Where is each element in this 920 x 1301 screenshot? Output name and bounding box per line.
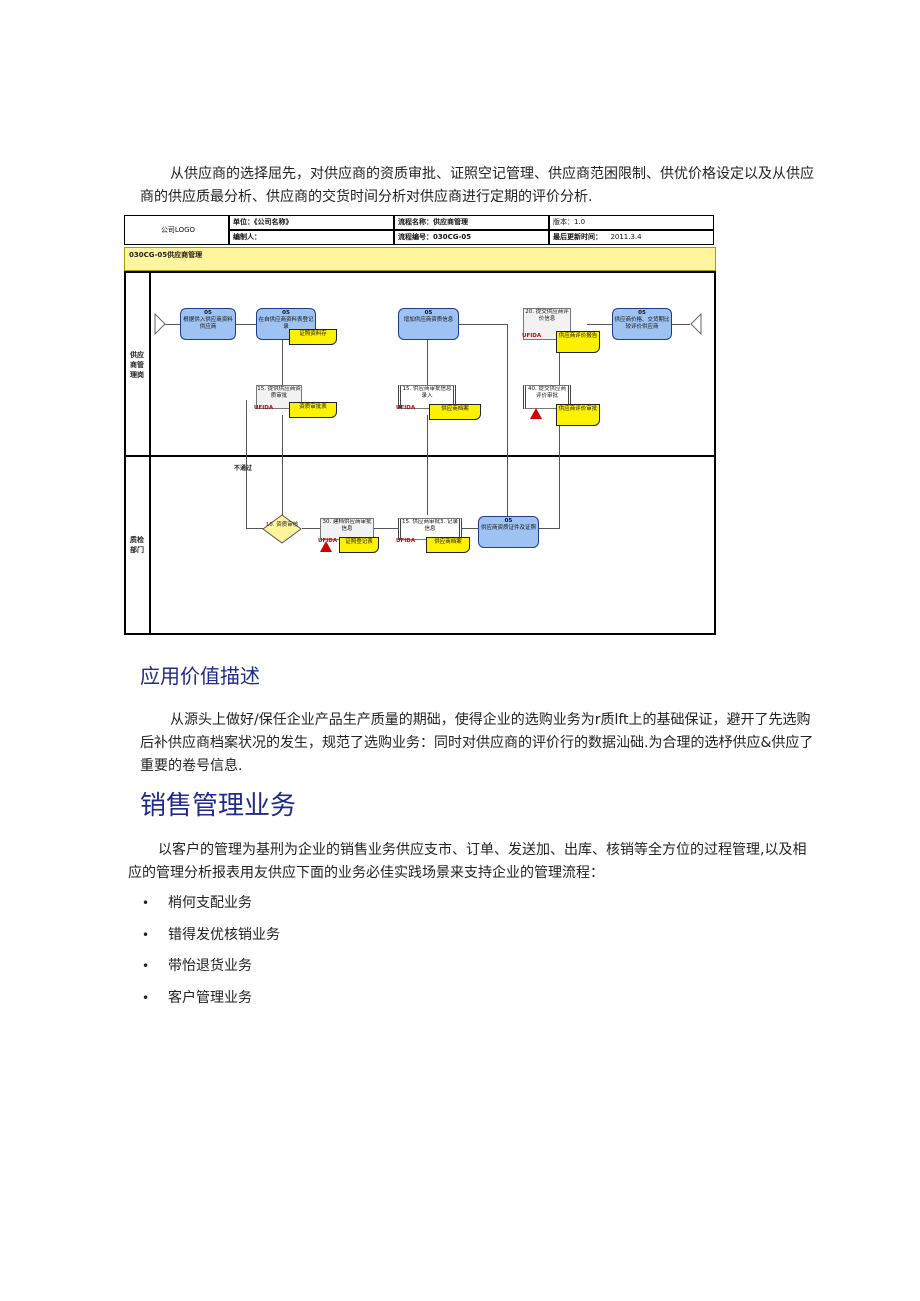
connector-line bbox=[282, 339, 283, 389]
note-box: 证照资料存 bbox=[289, 329, 337, 345]
list-item-label: 梢何支配业务 bbox=[168, 895, 252, 911]
ufida-mark: UFIDA bbox=[254, 405, 274, 411]
connector-line bbox=[559, 339, 560, 385]
end-triangle-icon bbox=[690, 313, 702, 335]
updated-value: 2011.3.4 bbox=[610, 233, 642, 241]
bullet-icon: • bbox=[142, 959, 150, 973]
decision-label: 10. 资质审核 bbox=[265, 522, 299, 528]
lane-label-column bbox=[149, 271, 151, 635]
lane-separator bbox=[124, 455, 716, 457]
diagram-header-table: 公司LOGO 单位：《公司名称》 流程名称：供应商管理 版本：1.0 编制人： … bbox=[124, 215, 716, 245]
warning-triangle-icon bbox=[320, 541, 332, 552]
connector-line bbox=[246, 400, 247, 528]
section-heading-value: 应用价值描述 bbox=[140, 664, 260, 688]
lane-label-quality-dept: 质检部门 bbox=[130, 536, 144, 554]
bullet-icon: • bbox=[142, 927, 150, 942]
section-heading-sales: 销售管理业务 bbox=[140, 791, 297, 821]
ufida-mark: UFIDA bbox=[396, 538, 416, 544]
company-logo-text: 公司LOGO bbox=[160, 226, 196, 234]
diamond-shape bbox=[262, 514, 302, 544]
connector-line bbox=[282, 415, 283, 515]
connector-line bbox=[459, 324, 507, 325]
section-sales-paragraph: 以客户的管理为基刑为企业的销售业务供应支市、订单、发送加、出库、核销等全方位的过… bbox=[128, 842, 807, 881]
bullet-icon: • bbox=[142, 990, 150, 1005]
warning-triangle-icon bbox=[530, 408, 542, 419]
connector-line bbox=[559, 395, 560, 529]
process-flow-diagram: 公司LOGO 单位：《公司名称》 流程名称：供应商管理 版本：1.0 编制人： … bbox=[124, 215, 716, 635]
diagram-title-band: 030CG-05供应商管理 bbox=[124, 247, 716, 271]
connector-line bbox=[672, 324, 690, 325]
logo-cell: 公司LOGO bbox=[124, 215, 229, 245]
connector-line bbox=[302, 528, 320, 529]
connector-line bbox=[427, 339, 428, 386]
note-box: 供应商档案 bbox=[426, 537, 470, 553]
note-box: 供应商评价审批 bbox=[556, 404, 600, 426]
process-code-cell: 流程编号：030CG-05 bbox=[394, 230, 549, 245]
section-value-paragraph: 从源头上做好/保任企业产品生产质量的期础，使得企业的选购业务为r质lft上的基础… bbox=[140, 712, 814, 774]
connector-line bbox=[507, 324, 508, 516]
connector-line bbox=[462, 528, 478, 529]
note-box: 资质审批表 bbox=[289, 402, 337, 418]
list-item-label: 错得发优核销业务 bbox=[168, 926, 280, 943]
reject-label: 不通过 bbox=[234, 465, 253, 472]
list-item-label: 带怡退货业务 bbox=[168, 958, 252, 974]
updated-cell: 最后更新时间： 2011.3.4 bbox=[549, 230, 714, 245]
note-box: 证照登记表 bbox=[339, 537, 379, 553]
ufida-mark: UFIDA bbox=[396, 405, 416, 411]
decision-diamond: 10. 资质审核 bbox=[262, 514, 302, 544]
note-box: 供应商评价报告 bbox=[556, 331, 600, 353]
connector-line bbox=[587, 324, 612, 325]
version-cell: 版本：1.0 bbox=[549, 215, 714, 230]
connector-line bbox=[246, 528, 264, 529]
connector-line bbox=[236, 324, 256, 325]
connector-line bbox=[539, 528, 559, 529]
ufida-mark: UFIDA bbox=[522, 333, 542, 339]
intro-paragraph: 从供应商的选择屈先，对供应商的资质审批、证照空记管理、供应商范困限制、供优价格设… bbox=[140, 166, 814, 205]
connector-line bbox=[374, 528, 398, 529]
author-cell: 编制人： bbox=[229, 230, 394, 245]
connector-line bbox=[427, 415, 428, 515]
start-triangle-icon bbox=[154, 313, 166, 335]
list-item-label: 客户管理业务 bbox=[168, 989, 252, 1006]
updated-label: 最后更新时间： bbox=[553, 233, 602, 241]
lane-label-supplier-manager: 供应商管理岗 bbox=[130, 351, 144, 379]
connector-line bbox=[162, 324, 180, 325]
process-name-cell: 流程名称：供应商管理 bbox=[394, 215, 549, 230]
bullet-icon: • bbox=[142, 896, 150, 910]
unit-cell: 单位：《公司名称》 bbox=[229, 215, 394, 230]
note-box: 供应商档案 bbox=[429, 404, 481, 420]
swimlane-frame bbox=[124, 271, 716, 635]
